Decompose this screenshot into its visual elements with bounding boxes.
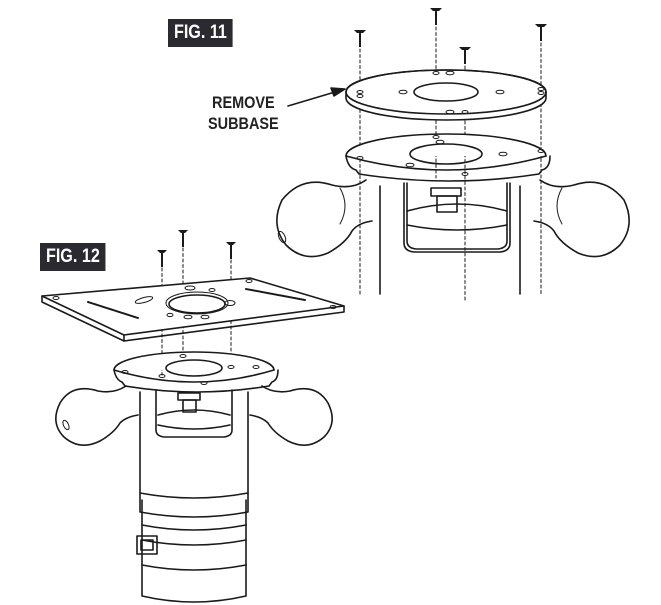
fig12-drawing: [41, 230, 345, 603]
fig12-label: FIG. 12: [40, 243, 106, 271]
fig11-drawing: [276, 8, 630, 301]
screw-icon: [354, 8, 547, 64]
remove-subbase-callout: REMOVE SUBBASE: [208, 92, 279, 134]
fig11-label: FIG. 11: [168, 19, 233, 47]
screw-icon: [157, 230, 236, 267]
callout-line1: REMOVE: [212, 93, 275, 112]
callout-line2: SUBBASE: [208, 114, 279, 133]
